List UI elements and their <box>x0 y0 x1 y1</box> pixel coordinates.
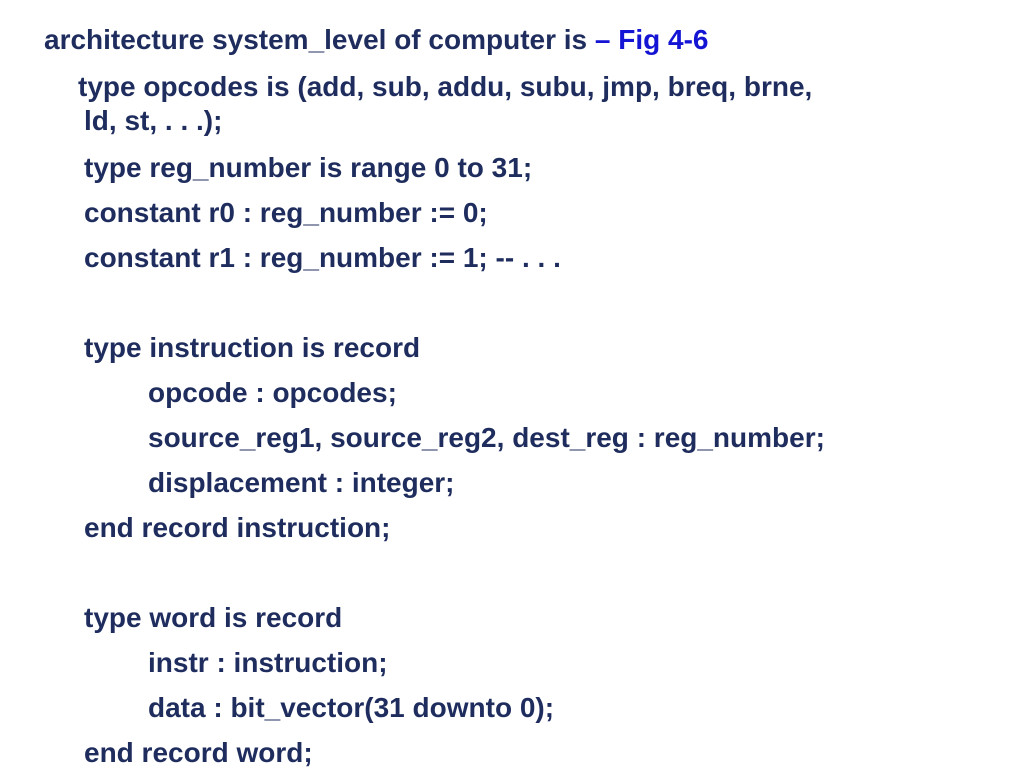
code-line-9: displacement : integer; <box>148 467 455 498</box>
code-line-5: constant r1 : reg_number := 1; -- . . . <box>84 242 561 273</box>
code-line-2: ld, st, . . .); <box>84 105 223 136</box>
code-line-1: type opcodes is (add, sub, addu, subu, j… <box>78 71 813 102</box>
code-line-13: data : bit_vector(31 downto 0); <box>148 692 555 723</box>
figure-reference: – Fig 4-6 <box>594 24 709 55</box>
code-line-10: end record instruction; <box>84 512 391 543</box>
code-line-6: type instruction is record <box>84 332 421 363</box>
code-line-3: type reg_number is range 0 to 31; <box>84 152 533 183</box>
opcodes-declaration: type opcodes is (add, sub, addu, subu, j… <box>78 70 988 138</box>
code-line-14: end record word; <box>84 737 313 768</box>
code-line-7: opcode : opcodes; <box>148 377 397 408</box>
slide-heading: architecture system_level of computer is… <box>44 24 709 56</box>
code-line-12: instr : instruction; <box>148 647 388 678</box>
code-line-4: constant r0 : reg_number := 0; <box>84 197 488 228</box>
heading-text: architecture system_level of computer is <box>44 24 595 55</box>
code-line-8: source_reg1, source_reg2, dest_reg : reg… <box>148 422 825 453</box>
code-line-11: type word is record <box>84 602 343 633</box>
